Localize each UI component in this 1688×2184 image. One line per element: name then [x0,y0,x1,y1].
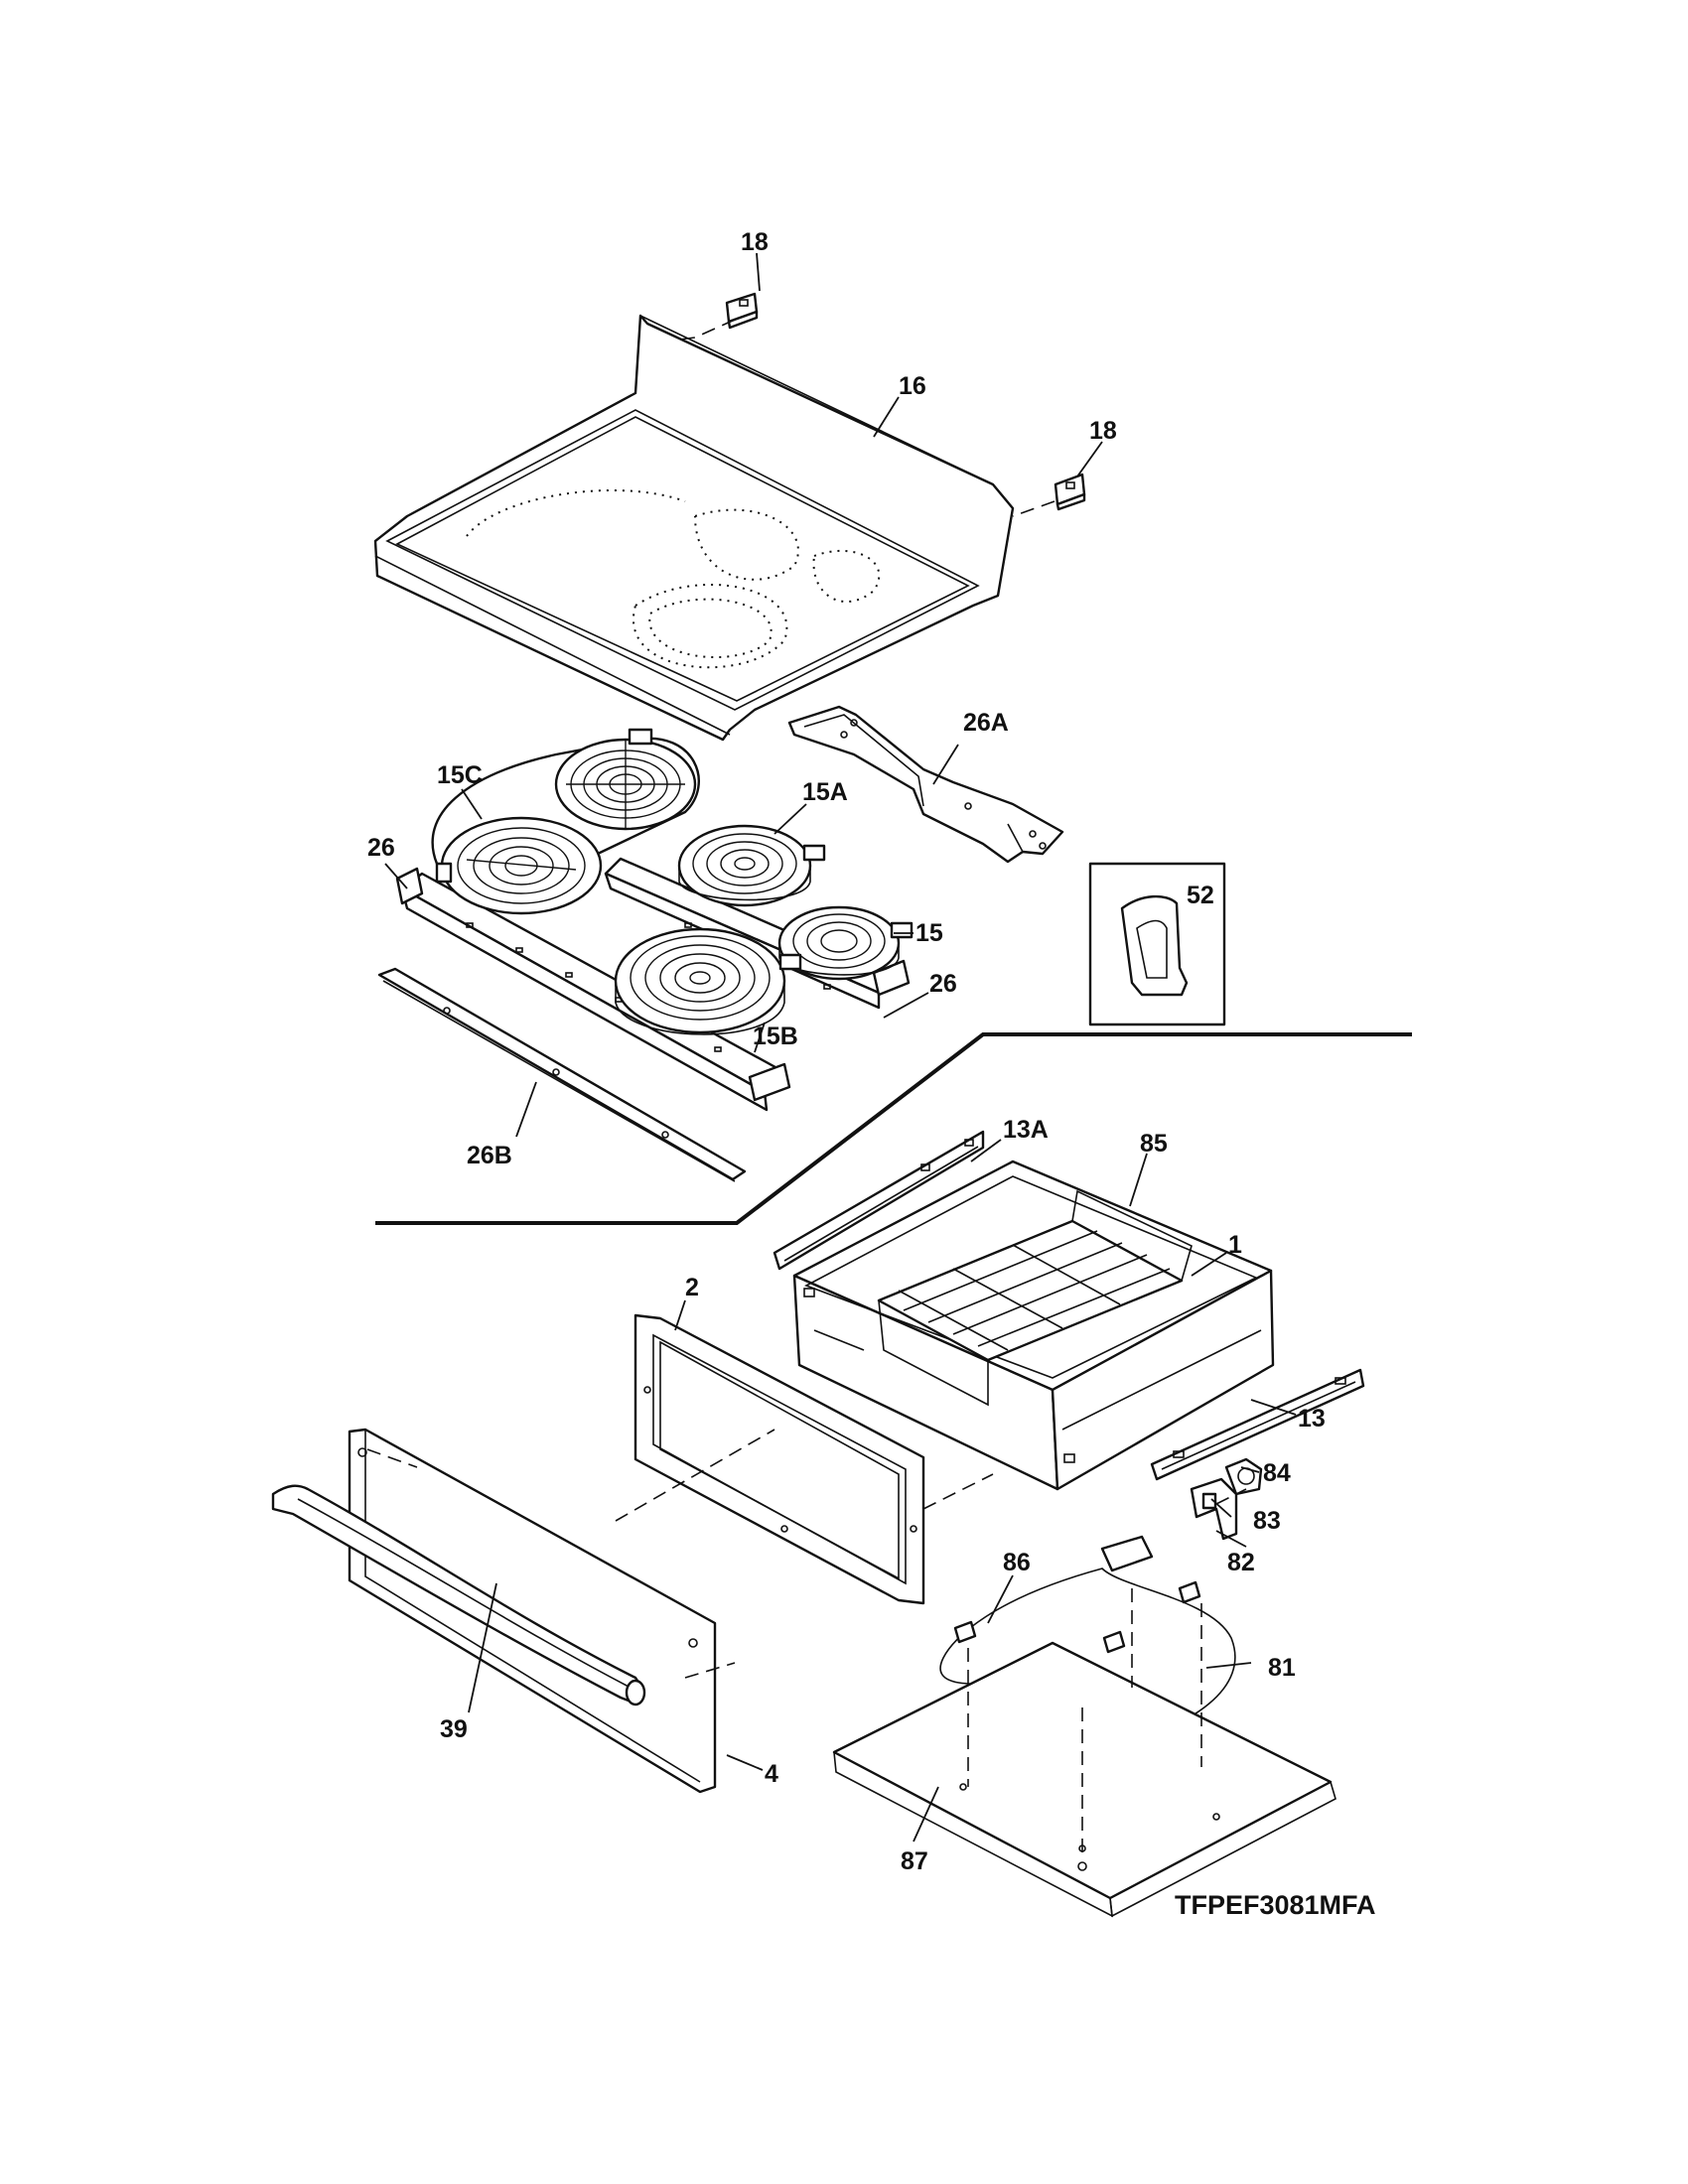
bracket-18-right [1012,473,1086,517]
callout-87: 87 [901,1847,928,1875]
callout-13: 13 [1298,1405,1326,1433]
dual-surface-element-15c [431,728,700,915]
section-divider-line [375,1032,1412,1225]
rack-85 [877,1189,1193,1407]
surface-element-15 [777,905,914,981]
callout-84: 84 [1263,1459,1291,1487]
cooktop-glass-16 [373,314,1015,742]
callout-85: 85 [1140,1130,1168,1158]
leader-lines [384,252,1297,1843]
sensor-bracket-group-82-84 [1190,1457,1263,1541]
bottom-tray-87 [832,1641,1336,1918]
callout-15a: 15A [802,778,848,806]
callout-4: 4 [765,1760,778,1788]
bar-26b [377,967,747,1182]
callout-16: 16 [899,372,926,400]
surface-element-15a [677,824,826,907]
callout-2: 2 [685,1274,699,1301]
drawer-slide-13 [1150,1368,1365,1481]
callout-18-right: 18 [1089,417,1117,445]
callout-26-right: 26 [929,970,957,998]
callout-18-top: 18 [741,228,769,256]
part-52-inset-box [1088,862,1226,1026]
assembly-guide-lines [366,1429,1247,1856]
surface-element-15b [614,927,802,1035]
callout-15c: 15C [437,761,483,789]
callout-26a: 26A [963,709,1009,737]
callout-39: 39 [440,1715,468,1743]
callout-86: 86 [1003,1549,1031,1576]
callout-labels: 18 18 16 26A 15C 15A 26 15 26 15B 26B 52… [367,228,1326,1875]
element-support-rails-26 [395,857,911,1112]
callout-81: 81 [1268,1654,1296,1682]
model-code: TFPEF3081MFA [1175,1890,1376,1920]
callout-15b: 15B [753,1023,798,1050]
callout-26b: 26B [467,1142,512,1169]
drawer-slide-13a [773,1130,985,1271]
callout-83: 83 [1253,1507,1281,1535]
callout-1: 1 [1228,1231,1242,1259]
callout-82: 82 [1227,1549,1255,1576]
bracket-26a [787,705,1064,864]
drawer-front-4 [348,1428,717,1794]
callout-26-left: 26 [367,834,395,862]
callout-13a: 13A [1003,1116,1049,1144]
drawer-front-frame-2 [633,1313,925,1605]
callout-15: 15 [915,919,943,947]
handle-39 [271,1484,646,1706]
callout-52: 52 [1187,882,1214,909]
